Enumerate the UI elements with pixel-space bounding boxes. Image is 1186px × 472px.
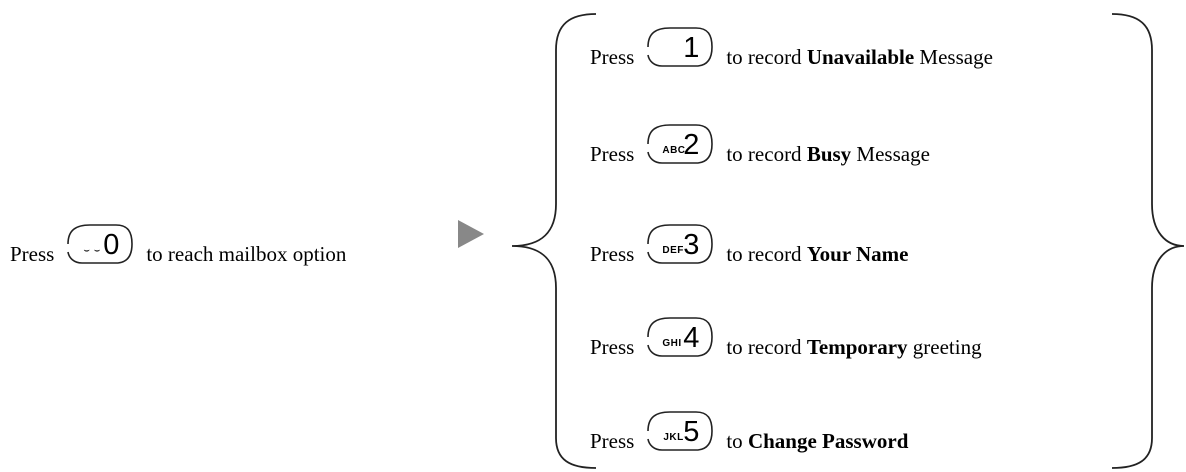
key-0-sub: ⌣ ⌣ [83, 245, 101, 256]
right-brace-icon [1111, 13, 1185, 469]
press-label: Press [590, 335, 635, 359]
key-4-number: 4 [683, 322, 700, 354]
key-outline-icon [647, 27, 714, 67]
option-row-5: Press JKL 5 to Change Password [590, 411, 908, 452]
main-instruction: Press ⌣ ⌣ 0 to reach mailbox option [10, 224, 346, 265]
option-row-2: Press ABC 2 to record Busy Message [590, 124, 930, 165]
press-label: Press [590, 142, 635, 166]
key-2-button[interactable]: ABC 2 [646, 124, 714, 165]
main-instruction-text: to reach mailbox option [146, 242, 347, 266]
key-4-sub: GHI [662, 338, 682, 349]
key-outline-icon [647, 124, 714, 164]
key-5-number: 5 [683, 416, 700, 448]
press-label: Press [590, 429, 635, 453]
key-4-button[interactable]: GHI 4 [646, 317, 714, 358]
option-row-4: Press GHI 4 to record Temporary greeting [590, 317, 982, 358]
key-1-number: 1 [683, 32, 700, 64]
key-outline-icon [67, 224, 134, 264]
key-0-button[interactable]: ⌣ ⌣ 0 [66, 224, 134, 265]
key-outline-icon [647, 317, 714, 357]
play-arrow-icon [458, 220, 484, 248]
key-5-sub: JKL [663, 432, 684, 443]
key-outline-icon [647, 411, 714, 451]
key-5-button[interactable]: JKL 5 [646, 411, 714, 452]
key-1-button[interactable]: 1 [646, 27, 714, 68]
key-3-sub: DEF [662, 245, 684, 256]
key-2-sub: ABC [662, 145, 686, 156]
key-3-button[interactable]: DEF 3 [646, 224, 714, 265]
press-label: Press [590, 45, 635, 69]
option-text: to record Busy Message [726, 142, 930, 166]
press-label: Press [590, 242, 635, 266]
option-text: to Change Password [726, 429, 909, 453]
key-0-number: 0 [103, 229, 120, 261]
key-outline-icon [647, 224, 714, 264]
left-brace-icon [511, 13, 597, 469]
option-row-1: Press 1 to record Unavailable Message [590, 27, 993, 68]
option-text: to record Temporary greeting [726, 335, 982, 359]
key-3-number: 3 [683, 229, 700, 261]
option-text: to record Unavailable Message [726, 45, 993, 69]
option-text: to record Your Name [726, 242, 909, 266]
option-row-3: Press DEF 3 to record Your Name [590, 224, 909, 265]
key-2-number: 2 [683, 129, 700, 161]
press-label: Press [10, 242, 55, 266]
